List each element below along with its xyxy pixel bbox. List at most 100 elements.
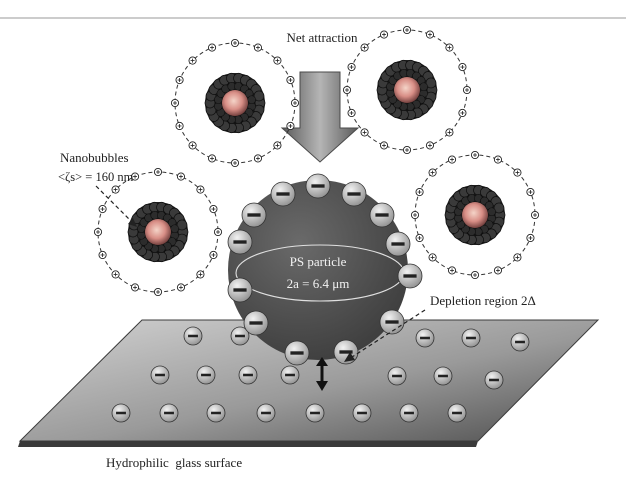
cation-icon xyxy=(286,75,295,85)
cation-icon xyxy=(347,62,356,72)
minus-charge-icon xyxy=(150,365,170,385)
cation-icon xyxy=(410,210,420,220)
minus-charge-icon xyxy=(415,328,435,348)
cation-icon xyxy=(188,56,197,65)
minus-charge-icon xyxy=(433,366,453,386)
cation-icon xyxy=(526,233,535,243)
cation-icon xyxy=(493,266,503,275)
cation-icon xyxy=(230,38,240,48)
cation-icon xyxy=(425,30,435,39)
cation-icon xyxy=(170,98,180,108)
minus-charge-icon xyxy=(305,403,325,423)
cation-icon xyxy=(462,85,472,95)
cation-icon xyxy=(153,167,163,177)
cation-icon xyxy=(342,85,352,95)
cation-icon xyxy=(402,25,412,35)
nanobubble-top-right xyxy=(342,25,472,155)
cation-icon xyxy=(360,43,369,52)
minus-charge-icon xyxy=(341,181,367,207)
minus-charge-icon xyxy=(230,326,250,346)
minus-charge-icon xyxy=(305,173,331,199)
ps-particle-label: PS particle xyxy=(290,254,347,269)
minus-charge-icon xyxy=(369,202,395,228)
cation-icon xyxy=(290,98,300,108)
cation-icon xyxy=(196,185,205,194)
minus-charge-icon xyxy=(387,366,407,386)
minus-charge-icon xyxy=(510,332,530,352)
minus-charge-icon xyxy=(397,263,423,289)
particle-diameter-label: 2a = 6.4 μm xyxy=(287,276,350,291)
minus-charge-icon xyxy=(399,403,419,423)
minus-charge-icon xyxy=(284,340,310,366)
cation-icon xyxy=(493,155,503,164)
nanobubbles xyxy=(93,25,540,297)
cation-icon xyxy=(209,204,218,214)
cation-icon xyxy=(153,287,163,297)
cation-icon xyxy=(98,204,107,214)
cation-icon xyxy=(447,155,457,164)
minus-charge-icon xyxy=(243,310,269,336)
cation-icon xyxy=(415,187,424,197)
cation-icon xyxy=(530,210,540,220)
nanobubble-top-left xyxy=(170,38,300,168)
cation-icon xyxy=(188,141,197,150)
cation-icon xyxy=(445,43,454,52)
cation-icon xyxy=(253,154,263,163)
cation-icon xyxy=(176,283,186,292)
minus-charge-icon xyxy=(183,326,203,346)
nanobubbles-label: Nanobubbles xyxy=(60,150,129,165)
glass-surface-label: Hydrophilic glass surface xyxy=(106,455,242,470)
minus-charge-icon xyxy=(484,370,504,390)
nanobubble-pointer-arrow xyxy=(95,185,137,227)
cation-icon xyxy=(273,141,282,150)
cation-icon xyxy=(175,75,184,85)
cation-icon xyxy=(175,121,184,131)
cation-icon xyxy=(425,141,435,150)
minus-charge-icon xyxy=(270,181,296,207)
minus-charge-icon xyxy=(447,403,467,423)
down-arrow-icon xyxy=(280,71,360,163)
minus-charge-icon xyxy=(280,365,300,385)
cation-icon xyxy=(379,141,389,150)
cation-icon xyxy=(428,253,437,262)
cation-icon xyxy=(111,185,120,194)
cation-icon xyxy=(379,30,389,39)
minus-charge-icon xyxy=(238,365,258,385)
cation-icon xyxy=(230,158,240,168)
cation-icon xyxy=(458,108,467,118)
minus-charge-icon xyxy=(385,231,411,257)
nanobubble-right xyxy=(410,150,540,280)
cation-icon xyxy=(447,266,457,275)
cation-icon xyxy=(428,168,437,177)
cation-icon xyxy=(196,270,205,279)
minus-charge-icon xyxy=(206,403,226,423)
minus-charge-icon xyxy=(111,403,131,423)
cation-icon xyxy=(130,172,140,181)
cation-icon xyxy=(253,43,263,52)
cation-icon xyxy=(273,56,282,65)
cation-icon xyxy=(526,187,535,197)
zeta-size-label: <ζs> = 160 nm xyxy=(58,170,134,184)
cation-icon xyxy=(458,62,467,72)
cation-icon xyxy=(207,43,217,52)
gap-arrow-icon xyxy=(316,357,328,391)
cation-icon xyxy=(513,253,522,262)
cation-icon xyxy=(207,154,217,163)
minus-charge-icon xyxy=(241,202,267,228)
minus-charge-icon xyxy=(159,403,179,423)
minus-charge-icon xyxy=(352,403,372,423)
cation-icon xyxy=(98,250,107,260)
cation-icon xyxy=(360,128,369,137)
cation-icon xyxy=(470,270,480,280)
minus-charge-icon xyxy=(227,277,253,303)
minus-charge-icon xyxy=(227,229,253,255)
depletion-region-label: Depletion region 2Δ xyxy=(430,293,536,308)
cation-icon xyxy=(93,227,103,237)
net-attraction-label: Net attraction xyxy=(286,30,358,45)
cation-icon xyxy=(347,108,356,118)
cation-icon xyxy=(130,283,140,292)
cation-icon xyxy=(402,145,412,155)
minus-charge-icon xyxy=(196,365,216,385)
cation-icon xyxy=(286,121,295,131)
